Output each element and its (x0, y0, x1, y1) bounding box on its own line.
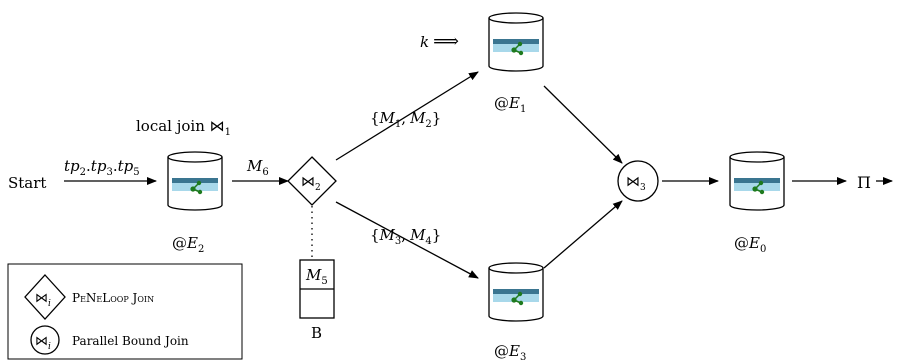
buffer-b: M5 B (299, 259, 335, 342)
edge-e1-to-join3 (543, 85, 623, 164)
endpoint-e0-label: @E0 (734, 234, 766, 255)
join3-bound-join-node: ⋈3 (617, 160, 659, 202)
legend: ⋈i PeNeLoop Join ⋈i Parallel Bound Join (7, 263, 243, 360)
buffer-label: B (311, 324, 322, 342)
edges (64, 71, 893, 279)
database-icon (729, 151, 785, 211)
buffer-m5-label: M5 (305, 266, 328, 287)
k-label: k⟹ (420, 31, 459, 52)
set-top-label: {M1,M2} (370, 109, 441, 130)
legend-circle: ⋈i Parallel Bound Join (30, 325, 189, 355)
legend-circle-text: Parallel Bound Join (72, 334, 189, 348)
start-label: Start (8, 174, 46, 192)
join2-peneloop-node: ⋈2 (287, 156, 337, 206)
join2-label: ⋈2 (301, 174, 321, 193)
output-projection-label: Π (857, 173, 871, 192)
endpoint-e3-label: @E3 (494, 342, 526, 362)
local-join-label: local join ⋈1 (136, 117, 231, 138)
endpoint-e3: @E3 (488, 262, 544, 362)
edge-join2-to-e1 (335, 71, 479, 161)
legend-diamond: ⋈i PeNeLoop Join (24, 274, 154, 320)
endpoint-e2: @E2 (167, 151, 223, 255)
endpoint-e0: @E0 (729, 151, 785, 255)
database-icon (488, 262, 544, 322)
endpoint-e1-label: @E1 (494, 94, 526, 115)
database-icon (488, 12, 544, 72)
edge-join2-to-e3 (335, 201, 479, 279)
legend-diamond-symbol: ⋈i (35, 291, 51, 309)
endpoint-e1: @E1 (488, 12, 544, 115)
legend-diamond-text: PeNeLoop Join (72, 291, 154, 305)
set-bottom-label: {M3,M4} (370, 226, 441, 247)
input-triples: tp2.tp3.tp5 (64, 157, 140, 178)
edge-e3-to-join3 (543, 200, 623, 269)
database-icon (167, 151, 223, 211)
legend-circle-symbol: ⋈i (35, 334, 51, 352)
edge-m6-label: M6 (246, 157, 269, 178)
endpoint-e2-label: @E2 (172, 234, 204, 255)
join3-label: ⋈3 (626, 174, 646, 193)
